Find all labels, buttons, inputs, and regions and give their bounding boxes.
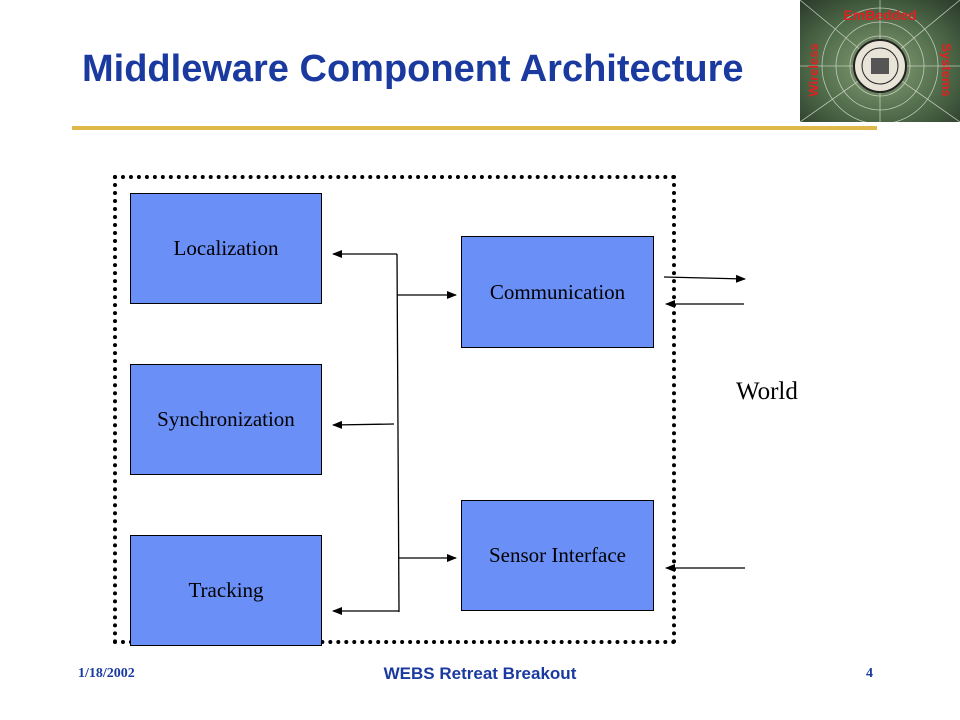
localization-module: Localization xyxy=(130,193,322,304)
communication-module: Communication xyxy=(461,236,654,348)
footer-page-number: 4 xyxy=(866,666,873,681)
logo-right-text: Systems xyxy=(939,43,954,96)
world-label: World xyxy=(736,378,798,405)
arrow-to-world xyxy=(663,274,746,283)
logo-top-text: EmBedded xyxy=(843,7,916,23)
bus-line xyxy=(396,253,400,613)
page-title: Middleware Component Architecture xyxy=(82,48,744,90)
sensor-interface-module: Sensor Interface xyxy=(461,500,654,611)
footer-title: WEBS Retreat Breakout xyxy=(383,664,577,683)
synchronization-module: Synchronization xyxy=(130,364,322,475)
middleware-boundary xyxy=(113,175,676,644)
logo-left-text: Wireless xyxy=(806,43,821,96)
footer-date: 1/18/2002 xyxy=(78,666,135,681)
tracking-module: Tracking xyxy=(130,535,322,646)
webs-logo: EmBedded Wireless Systems xyxy=(800,0,960,122)
arrow-to-synchronization xyxy=(332,420,395,429)
title-rule xyxy=(72,126,877,130)
